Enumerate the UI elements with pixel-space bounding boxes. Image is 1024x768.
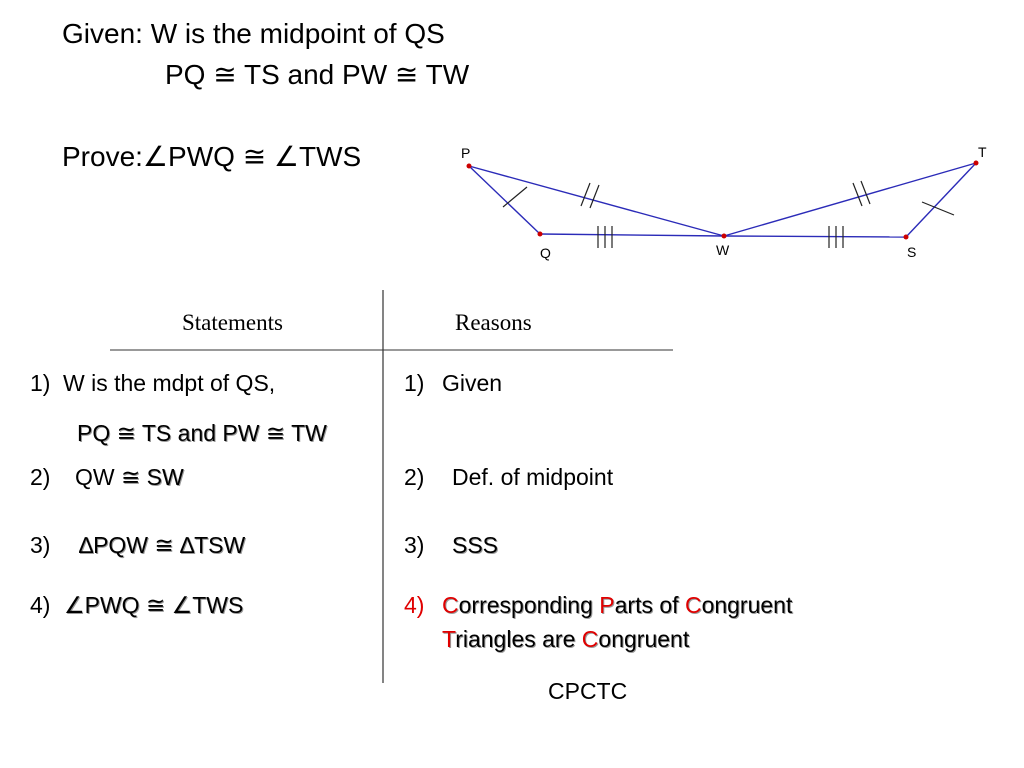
label-q: Q bbox=[540, 245, 551, 261]
row-4-reason-line-2: Triangles are Congruent bbox=[442, 626, 689, 653]
reason-word-arts-of: arts of bbox=[614, 592, 685, 618]
label-t: T bbox=[978, 144, 987, 160]
row-1-statement: W is the mdpt of QS, bbox=[63, 370, 276, 396]
point-s bbox=[903, 234, 909, 240]
row-1-number: 1) bbox=[30, 370, 51, 396]
tick-marks bbox=[502, 180, 955, 248]
reason-word-ongruent: ongruent bbox=[701, 592, 793, 618]
row-2-number: 2) bbox=[30, 464, 51, 490]
tick-wt-1 bbox=[852, 182, 863, 207]
row-1-reason: Given bbox=[442, 370, 503, 396]
acronym-letter-c2: C bbox=[684, 592, 702, 618]
acronym-letter-t: T bbox=[442, 626, 456, 652]
reasons-header: Reasons bbox=[455, 310, 532, 335]
tick-pw-1 bbox=[580, 182, 591, 207]
segment-ts bbox=[905, 162, 977, 238]
row-3-number: 3) bbox=[30, 532, 51, 558]
row-1-reason-number: 1) bbox=[404, 370, 425, 396]
row-1-statement-continued: PQ ≅ TS and PW ≅ TW bbox=[77, 420, 327, 446]
row-3-reason-number: 3) bbox=[404, 532, 425, 558]
tick-pw-2 bbox=[589, 184, 600, 209]
label-w: W bbox=[716, 242, 730, 258]
row-4-statement: ∠PWQ ≅ ∠TWS bbox=[64, 592, 244, 618]
row-3-statement: ∆PQW ≅ ∆TSW bbox=[79, 532, 246, 558]
row-3-reason: SSS bbox=[452, 532, 499, 558]
row-4-number: 4) bbox=[30, 592, 51, 618]
tick-pq bbox=[502, 186, 528, 208]
tick-ts bbox=[921, 201, 955, 216]
acronym-letter-c3: C bbox=[581, 626, 599, 652]
row-2-statement-highlight: ≅ SW bbox=[121, 464, 184, 490]
row-2-statement: QW ≅ SW bbox=[75, 464, 184, 491]
given-line-2: PQ ≅ TS and PW ≅ TW bbox=[165, 59, 470, 90]
reason-word-ongruent-2: ongruent bbox=[598, 626, 690, 652]
row-2-reason: Def. of midpoint bbox=[452, 464, 614, 490]
given-line-1: Given: W is the midpoint of QS bbox=[62, 18, 445, 49]
cpctc-label: CPCTC bbox=[548, 678, 628, 704]
segment-pq bbox=[468, 165, 541, 235]
segment-ws bbox=[723, 235, 907, 238]
point-q bbox=[537, 231, 543, 237]
label-p: P bbox=[461, 145, 470, 161]
segment-pw bbox=[468, 165, 725, 237]
row-4-reason-number: 4) bbox=[404, 592, 425, 618]
row-4-reason-line-1: Corresponding Parts of Congruent bbox=[442, 592, 792, 619]
point-w bbox=[721, 233, 727, 239]
acronym-letter-p: P bbox=[599, 592, 615, 618]
prove-statement: Prove:∠PWQ ≅ ∠TWS bbox=[62, 141, 362, 172]
diagram-lines bbox=[468, 162, 977, 238]
point-p bbox=[466, 163, 472, 169]
row-2-statement-plain: QW bbox=[75, 464, 121, 490]
tick-wt-2 bbox=[860, 180, 871, 205]
row-2-reason-number: 2) bbox=[404, 464, 425, 490]
vertex-points bbox=[466, 160, 979, 240]
acronym-letter-c1: C bbox=[442, 592, 459, 618]
segment-qw bbox=[539, 233, 725, 237]
reason-word-riangles-are: riangles are bbox=[455, 626, 582, 652]
point-t bbox=[973, 160, 979, 166]
label-s: S bbox=[907, 244, 916, 260]
statements-header: Statements bbox=[182, 310, 283, 335]
segment-wt bbox=[723, 162, 977, 237]
reason-word-orresponding: orresponding bbox=[458, 592, 600, 618]
